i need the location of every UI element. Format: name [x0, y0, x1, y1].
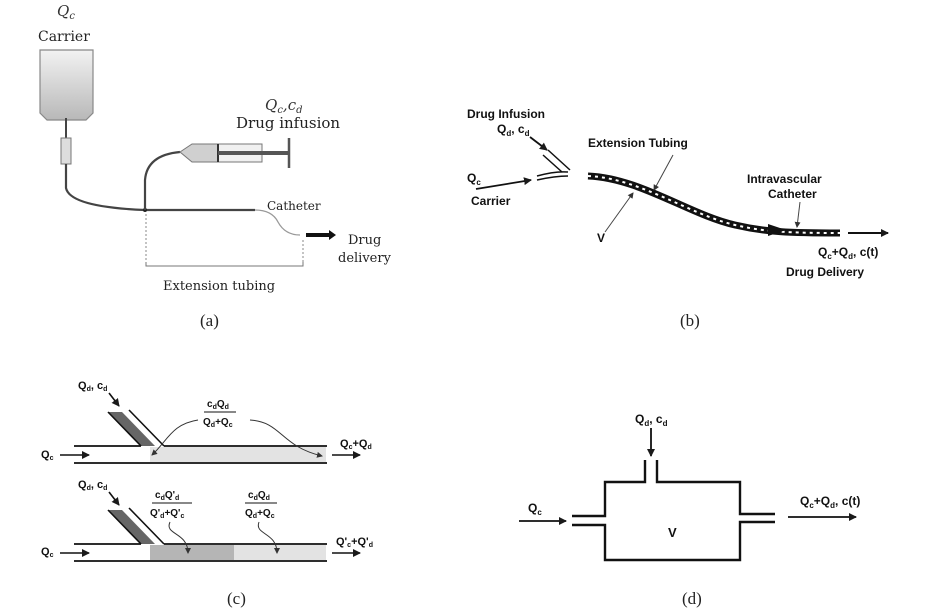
- drip-chamber-icon: [60, 137, 72, 165]
- infusion-branch-fill: [108, 412, 155, 446]
- frac2-numerator: cdQd: [248, 490, 270, 502]
- carrier-tube-upper: [536, 171, 569, 177]
- outlet-label: Q'c+Q'd: [336, 536, 373, 549]
- flow-arrowhead-icon: [768, 224, 786, 236]
- branch-wall-left: [107, 411, 142, 447]
- caption-c: (c): [227, 589, 246, 608]
- drug-infusion-label: Drug infusion: [236, 114, 340, 132]
- extension-pointer: [653, 154, 674, 191]
- caption-b: (b): [680, 311, 700, 330]
- panel-a: Qc Carrier Qc,cd Drug infusion Catheter …: [38, 2, 392, 330]
- infusion-params-label: Qc,cd: [265, 96, 303, 116]
- pointer-left: [151, 419, 199, 456]
- drug-infusion-label: Drug Infusion: [467, 107, 545, 121]
- outlet-label: Qc+Qd: [340, 438, 372, 451]
- drug-label: Drug: [348, 233, 381, 248]
- carrier-flow-label: Qc: [467, 171, 481, 187]
- frac1-denominator: Q'd+Q'c: [150, 508, 184, 520]
- delivery-label: delivery: [338, 251, 392, 266]
- caption-a: (a): [200, 311, 219, 330]
- left-inlet-label: Qc: [528, 501, 542, 517]
- catheter-label: Catheter: [768, 187, 817, 201]
- syringe-icon: [179, 138, 291, 168]
- drug-delivery-label: Drug Delivery: [786, 265, 864, 279]
- caption-d: (d): [682, 589, 702, 608]
- inlet-arrow-icon: [108, 392, 120, 407]
- volume-label: V: [597, 231, 605, 245]
- inlet-arrow-icon: [108, 491, 120, 506]
- chamber-wall-top-right: [655, 460, 775, 516]
- steady-segment: [234, 545, 326, 560]
- infusion-tube-upper: [547, 149, 571, 171]
- panel-c: Qd, cd Qc cdQd Qd+Qc Qc+Qd Qd, cd Qc: [41, 380, 373, 608]
- infusion-arrow-icon: [529, 136, 548, 151]
- infusion-params-label: Qd, cd: [497, 122, 530, 138]
- carrier-tube-lower: [536, 175, 569, 181]
- panel-c-bottom: Qd, cd Qc cdQ'd Q'd+Q'c cdQd Qd+Qc Q'c+Q…: [41, 479, 373, 562]
- intravascular-label: Intravascular: [747, 172, 822, 186]
- inlet-label: Qd, cd: [78, 380, 107, 393]
- infusion-tube-lower: [542, 154, 563, 173]
- extension-bracket: [145, 262, 304, 267]
- pointer-1: [168, 521, 191, 554]
- infusion-branch-fill: [108, 510, 155, 544]
- panel-b: Drug Infusion Qd, cd Qc Carrier Extensio…: [467, 107, 889, 330]
- infusion-tubing: [143, 150, 181, 210]
- branch-wall-right: [128, 507, 165, 545]
- frac-denominator: Qd+Qc: [203, 417, 233, 429]
- catheter-line: [254, 209, 301, 236]
- mixed-segment: [150, 447, 326, 462]
- pointer-2: [257, 521, 280, 554]
- carrier-label: Qc: [41, 546, 54, 559]
- volume-label: V: [668, 525, 677, 540]
- volume-pointer: [604, 192, 634, 233]
- carrier-label: Carrier: [38, 29, 90, 45]
- inlet-label: Qd, cd: [78, 479, 107, 492]
- delivery-arrowhead: [329, 230, 336, 240]
- carrier-label: Carrier: [471, 194, 511, 208]
- panel-c-top: Qd, cd Qc cdQd Qd+Qc Qc+Qd: [41, 380, 372, 464]
- branch-wall-left: [107, 509, 142, 545]
- transient-segment: [150, 545, 234, 560]
- carrier-label: Qc: [41, 449, 54, 462]
- outlet-label: Qc+Qd, c(t): [800, 494, 860, 510]
- top-inlet-label: Qd, cd: [635, 412, 668, 428]
- carrier-flow-label: Qc: [57, 2, 75, 22]
- panel-d: Qd, cd Qc V Qc+Qd, c(t) (d): [519, 412, 860, 608]
- frac1-numerator: cdQ'd: [155, 490, 179, 502]
- carrier-tubing: [64, 164, 255, 212]
- extension-tubing-label: Extension tubing: [163, 279, 275, 294]
- frac-numerator: cdQd: [207, 399, 229, 411]
- branch-wall-right: [128, 409, 165, 447]
- pointer-right: [249, 419, 323, 458]
- frac2-denominator: Qd+Qc: [245, 508, 275, 520]
- extension-tubing-label: Extension Tubing: [588, 136, 688, 150]
- output-label: Qc+Qd, c(t): [818, 245, 878, 261]
- carrier-arrow-icon: [475, 177, 532, 190]
- iv-bag-icon: [39, 49, 94, 121]
- tubing-bead-pattern: [587, 175, 841, 234]
- catheter-pointer: [794, 201, 801, 228]
- catheter-label: Catheter: [267, 199, 321, 213]
- chamber-wall-top-left: [572, 460, 647, 518]
- chamber-wall-bottom: [572, 520, 775, 562]
